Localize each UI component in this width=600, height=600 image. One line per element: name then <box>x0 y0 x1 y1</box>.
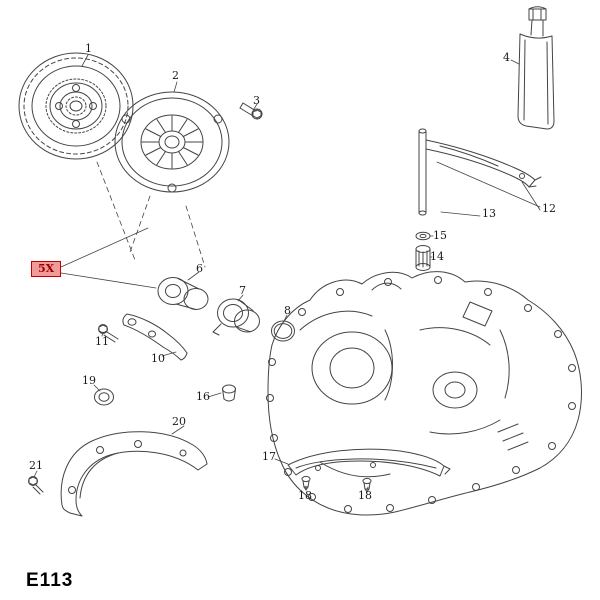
part-label-21[interactable]: 21 <box>29 459 43 472</box>
part-label-15[interactable]: 15 <box>433 229 447 242</box>
release-bearing-drawing <box>157 277 209 310</box>
part-label-18b[interactable]: 18 <box>358 489 372 502</box>
cover-plate-drawing <box>287 448 451 477</box>
grommet-drawing <box>94 388 114 406</box>
part-label-16[interactable]: 16 <box>196 390 210 403</box>
dust-shield-drawing <box>60 431 208 517</box>
part-label-17[interactable]: 17 <box>262 450 276 463</box>
plug-drawing <box>222 384 236 402</box>
clutch-fork-drawing <box>122 313 188 361</box>
part-label-11[interactable]: 11 <box>95 335 109 348</box>
part-label-10[interactable]: 10 <box>151 352 165 365</box>
part-label-12[interactable]: 12 <box>542 202 556 215</box>
part-label-19[interactable]: 19 <box>82 374 96 387</box>
part-label-18a[interactable]: 18 <box>298 489 312 502</box>
diagram-code: E113 <box>26 570 74 591</box>
part-label-2[interactable]: 2 <box>172 69 179 82</box>
leader-lines <box>33 54 541 491</box>
guide-sleeve-drawing <box>212 298 260 336</box>
part-label-5x[interactable]: 5X <box>31 261 62 277</box>
bolt-21-drawing <box>28 476 44 495</box>
grease-tube-drawing <box>517 6 555 130</box>
washer-drawing <box>415 231 431 241</box>
transmission-housing-drawing <box>266 271 582 516</box>
part-label-8[interactable]: 8 <box>284 304 291 317</box>
pressure-plate-drawing <box>114 91 230 193</box>
part-label-7[interactable]: 7 <box>239 284 246 297</box>
part-label-4[interactable]: 4 <box>503 51 510 64</box>
part-label-6[interactable]: 6 <box>196 262 203 275</box>
bolt-3-drawing <box>239 102 263 120</box>
part-label-13[interactable]: 13 <box>482 207 496 220</box>
bushing-drawing <box>415 245 431 271</box>
release-lever-drawing <box>418 128 542 216</box>
part-label-1[interactable]: 1 <box>85 42 92 55</box>
construction-lines <box>96 161 206 268</box>
clutch-disc-drawing <box>18 52 134 160</box>
part-label-20[interactable]: 20 <box>172 415 186 428</box>
o-ring-drawing <box>271 320 295 342</box>
part-label-14[interactable]: 14 <box>430 250 444 263</box>
part-label-3[interactable]: 3 <box>253 94 260 107</box>
